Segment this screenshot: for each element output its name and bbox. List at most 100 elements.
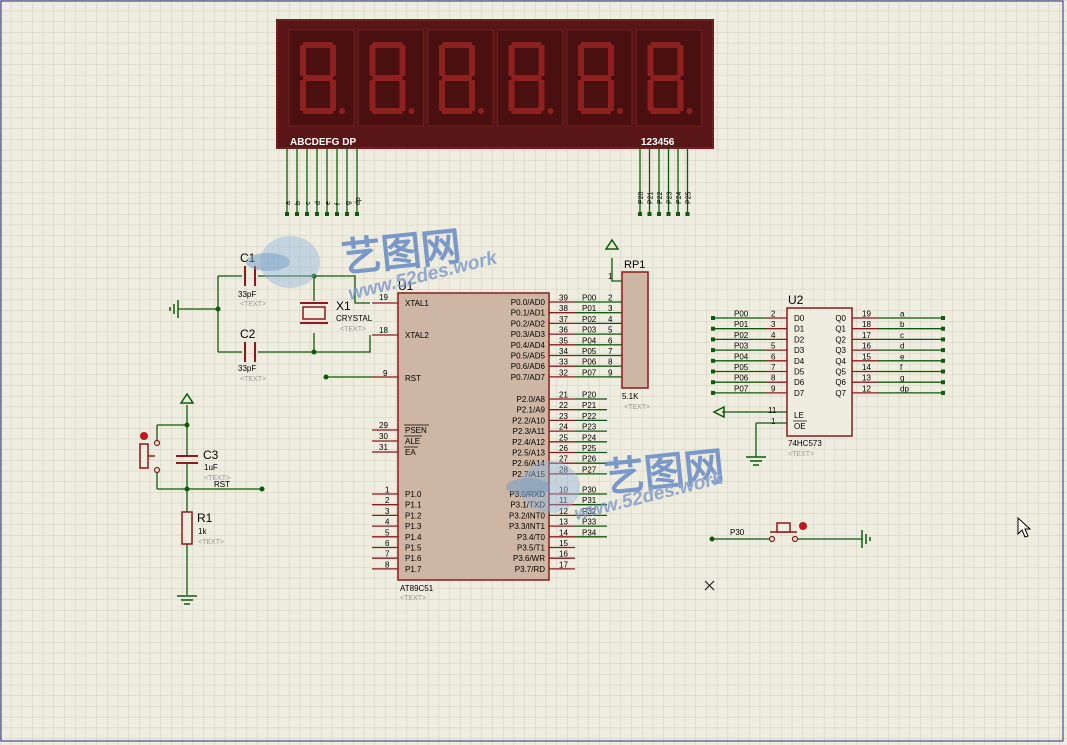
u2-output-net: e	[900, 352, 905, 361]
c1-text: <TEXT>	[240, 301, 266, 308]
u1-pin-name: P1.2	[405, 511, 422, 520]
ground-button-icon	[861, 530, 871, 548]
u1-net-label: P05	[582, 347, 597, 356]
u1-pin-number: 35	[559, 336, 568, 345]
digit-pin-label: P23	[667, 191, 674, 204]
c2-capacitor[interactable]: C2 33pF <TEXT>	[238, 327, 266, 383]
u1-pin-number: 16	[559, 550, 568, 559]
u2-output-name: Q6	[835, 378, 846, 387]
u2-input-end	[711, 369, 715, 374]
u1-pin-name: P3.1/TXD	[510, 501, 545, 510]
rp1-pin-number: 3	[608, 304, 613, 313]
u1-pin-name: P3.6/WR	[513, 554, 545, 563]
digit-segment	[300, 45, 306, 76]
digit-segment	[469, 80, 475, 111]
u1-xtal1-label: XTAL1	[405, 299, 429, 308]
digit-segment	[372, 108, 403, 114]
u1-pin-name: P3.0/RXD	[509, 490, 545, 499]
rp1-pin1: 1	[608, 272, 613, 281]
u1-net-label: P03	[582, 326, 597, 335]
u1-pin-number: 25	[559, 433, 568, 442]
u2-input-end	[711, 337, 715, 342]
u2-oe-label: OE	[794, 422, 806, 431]
u1-pin-number: 14	[559, 528, 568, 537]
u1-pin-number: 15	[559, 539, 568, 548]
digit-segment	[439, 80, 445, 111]
u1-microcontroller[interactable]: U1 AT89C51 <TEXT> XTAL1 XTAL2 RST PSEN A…	[372, 279, 622, 602]
u1-net-label: P01	[582, 304, 597, 313]
u2-output-end	[941, 337, 945, 342]
rp1-text: <TEXT>	[624, 404, 650, 411]
u2-input-name: D5	[794, 368, 805, 377]
u1-pin-name: P2.5/A13	[512, 449, 545, 458]
digit-segment	[538, 45, 545, 76]
u1-pin-number: 32	[559, 368, 568, 377]
digit-segment	[581, 108, 611, 114]
u1-pin-number: 8	[385, 560, 390, 569]
vcc-le-icon	[712, 405, 725, 419]
digit-segment	[581, 42, 611, 48]
u1-pin-name: P0.4/AD4	[511, 341, 546, 350]
c2-value: 33pF	[238, 364, 256, 373]
u1-text: <TEXT>	[400, 595, 426, 602]
u1-pin-number: 7	[385, 550, 390, 559]
r1-value: 1k	[198, 527, 207, 536]
digit-segment	[372, 75, 403, 81]
digit-decimal-point	[339, 108, 345, 114]
u2-output-pin: 16	[862, 342, 871, 351]
digit-segment	[647, 45, 654, 76]
u1-net-label: P26	[582, 455, 597, 464]
marker-x-icon	[704, 580, 715, 591]
power-symbols	[179, 238, 725, 419]
c3-text: <TEXT>	[204, 475, 230, 482]
segment-pin-end	[285, 212, 289, 216]
u2-output-net: g	[900, 374, 904, 383]
u1-net-label: P27	[582, 465, 597, 474]
u1-pin-number: 36	[559, 326, 568, 335]
mouse-cursor-icon	[1017, 516, 1032, 538]
digit-segment	[442, 108, 472, 114]
p30-button[interactable]: P30	[730, 522, 807, 543]
rp1-body	[621, 271, 649, 389]
u2-input-end	[711, 390, 715, 395]
display-segment-label: ABCDEFG DP	[290, 137, 356, 148]
u1-pin-name: P1.7	[405, 565, 422, 574]
u1-body	[397, 292, 550, 581]
u1-rst-label: RST	[405, 374, 421, 383]
seven-segment-display[interactable]: ABCDEFG DP 123456	[276, 19, 714, 149]
u2-le-label: LE	[794, 411, 804, 420]
x1-crystal[interactable]: X1 CRYSTAL <TEXT>	[300, 299, 373, 333]
u2-input-pin: 9	[771, 384, 776, 393]
wires	[156, 258, 862, 595]
u1-pin-name: P2.4/A12	[512, 438, 545, 447]
digit-segment	[330, 45, 336, 76]
u1-pin-number: 24	[559, 423, 568, 432]
u2-input-pin: 6	[771, 352, 776, 361]
u1-pin-name: P2.3/A11	[513, 427, 546, 436]
p30-button-indicator-icon	[799, 522, 807, 530]
u1-net-label: P04	[582, 336, 597, 345]
u1-pin-name: P0.1/AD1	[511, 309, 546, 318]
x1-value: CRYSTAL	[336, 314, 373, 323]
u2-output-name: Q0	[835, 314, 846, 323]
c1-capacitor[interactable]: C1 33pF <TEXT>	[238, 251, 266, 308]
c3-capacitor[interactable]: C3 1uF <TEXT> RST	[176, 448, 230, 489]
u2-input-pin: 3	[771, 320, 776, 329]
u1-pin-number: 26	[559, 444, 568, 453]
rp1-value: 5.1K	[622, 392, 639, 401]
u2-output-end	[941, 348, 945, 353]
u1-pin-name: P1.3	[405, 522, 422, 531]
r1-resistor[interactable]: R1 1k <TEXT>	[181, 511, 224, 546]
digit-segment	[578, 80, 584, 111]
rp1-pin-number: 6	[608, 336, 613, 345]
u2-input-end	[711, 348, 715, 353]
reset-button[interactable]	[139, 432, 161, 474]
u1-pin-number: 27	[559, 455, 568, 464]
digit-segment	[469, 45, 475, 76]
u1-pin-name: P3.4/T0	[517, 533, 546, 542]
